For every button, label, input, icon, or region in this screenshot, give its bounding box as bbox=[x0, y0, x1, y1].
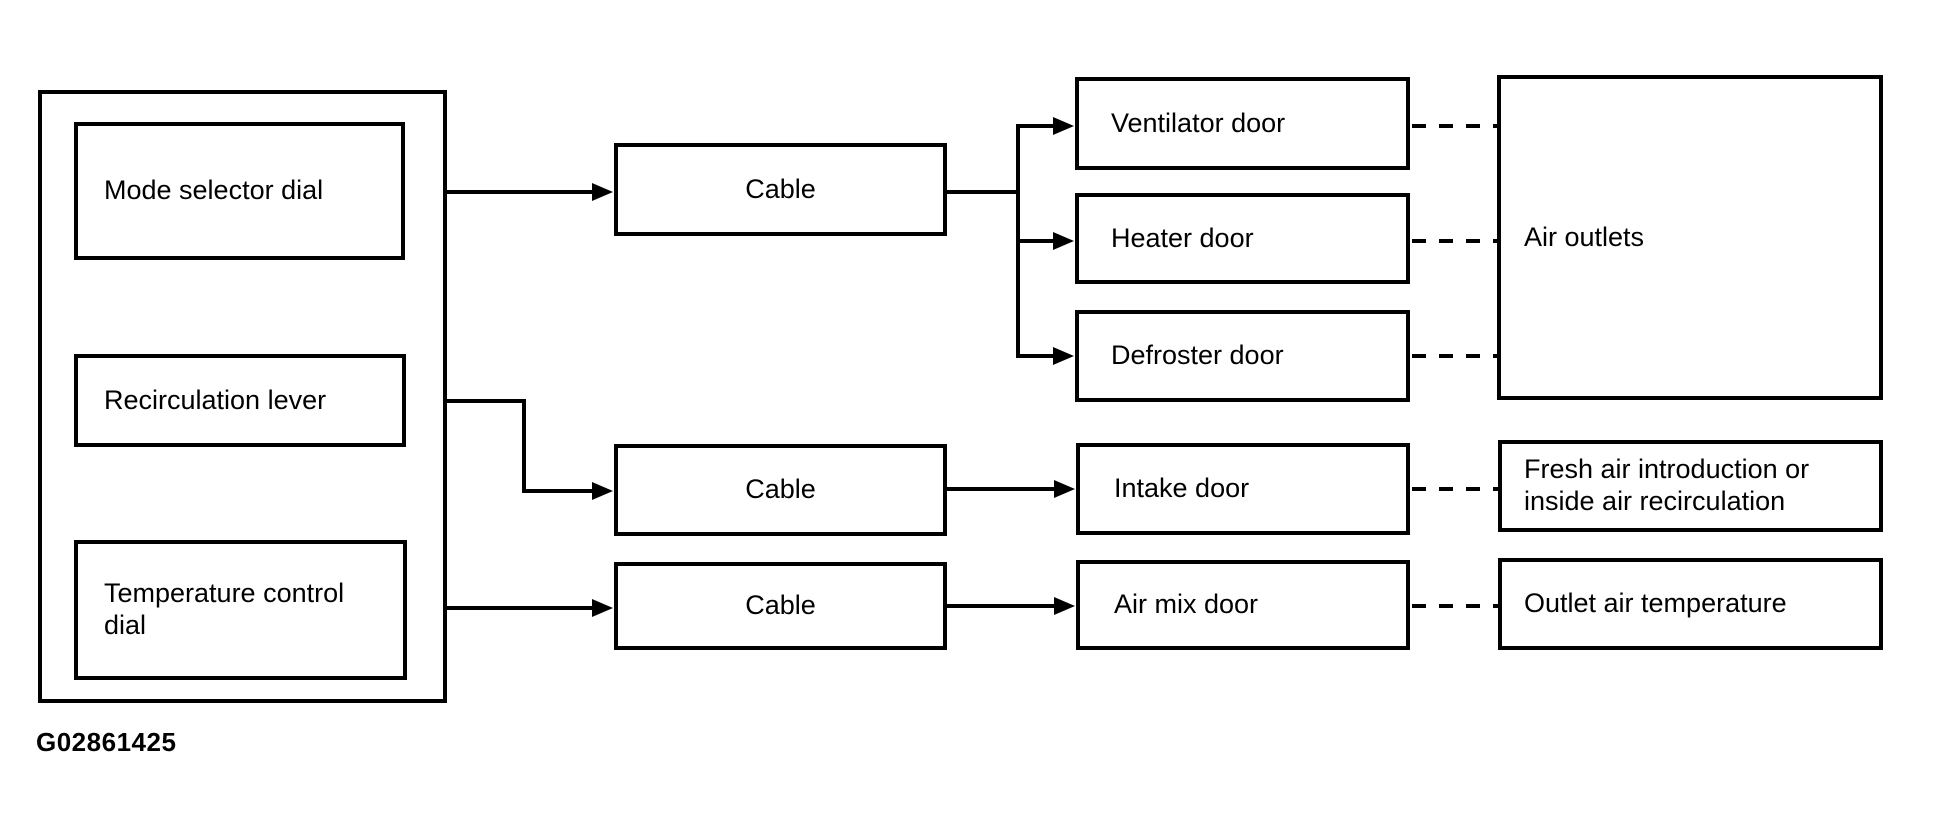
air-mix-door-label: Air mix door bbox=[1114, 589, 1259, 620]
arrowhead-airmix bbox=[1054, 597, 1075, 615]
arrowhead-cable2 bbox=[592, 482, 613, 500]
heater-door-label: Heater door bbox=[1111, 222, 1254, 253]
cable-1-label: Cable bbox=[745, 173, 816, 204]
cable-box-2: Cable bbox=[614, 444, 947, 536]
figure-id-label: G02861425 bbox=[36, 727, 177, 757]
air-outlets-label: Air outlets bbox=[1524, 221, 1645, 252]
mode-selector-dial-box: Mode selector dial bbox=[74, 122, 405, 260]
mode-selector-dial-label: Mode selector dial bbox=[104, 175, 324, 206]
arrowhead-defroster bbox=[1053, 347, 1074, 365]
defroster-door-label: Defroster door bbox=[1111, 340, 1284, 371]
outlet-air-temperature-label: Outlet air temperature bbox=[1524, 588, 1787, 619]
arrowhead-intake bbox=[1054, 480, 1075, 498]
cable-3-label: Cable bbox=[745, 590, 816, 621]
arrowhead-cable3 bbox=[592, 599, 613, 617]
fresh-air-label: Fresh air introduction or inside air rec… bbox=[1524, 454, 1810, 516]
ventilator-door-box: Ventilator door bbox=[1075, 77, 1410, 170]
recirculation-lever-box: Recirculation lever bbox=[74, 354, 406, 447]
arrowhead-ventilator bbox=[1053, 117, 1074, 135]
cable-2-label: Cable bbox=[745, 474, 816, 505]
fresh-air-box: Fresh air introduction or inside air rec… bbox=[1498, 440, 1883, 532]
arrowhead-heater bbox=[1053, 232, 1074, 250]
heater-door-box: Heater door bbox=[1075, 193, 1410, 284]
air-outlets-box: Air outlets bbox=[1497, 75, 1883, 400]
ventilator-door-label: Ventilator door bbox=[1111, 107, 1286, 138]
recirculation-lever-label: Recirculation lever bbox=[104, 384, 327, 415]
defroster-door-box: Defroster door bbox=[1075, 310, 1410, 402]
arrowhead-cable1 bbox=[592, 183, 613, 201]
cable-box-3: Cable bbox=[614, 562, 947, 650]
cable-box-1: Cable bbox=[614, 143, 947, 236]
temperature-control-dial-box: Temperature control dial bbox=[74, 540, 407, 680]
intake-door-label: Intake door bbox=[1114, 473, 1250, 504]
air-mix-door-box: Air mix door bbox=[1076, 560, 1410, 650]
intake-door-box: Intake door bbox=[1076, 443, 1410, 535]
temperature-control-dial-label: Temperature control dial bbox=[104, 578, 345, 640]
outlet-air-temperature-box: Outlet air temperature bbox=[1498, 558, 1883, 650]
